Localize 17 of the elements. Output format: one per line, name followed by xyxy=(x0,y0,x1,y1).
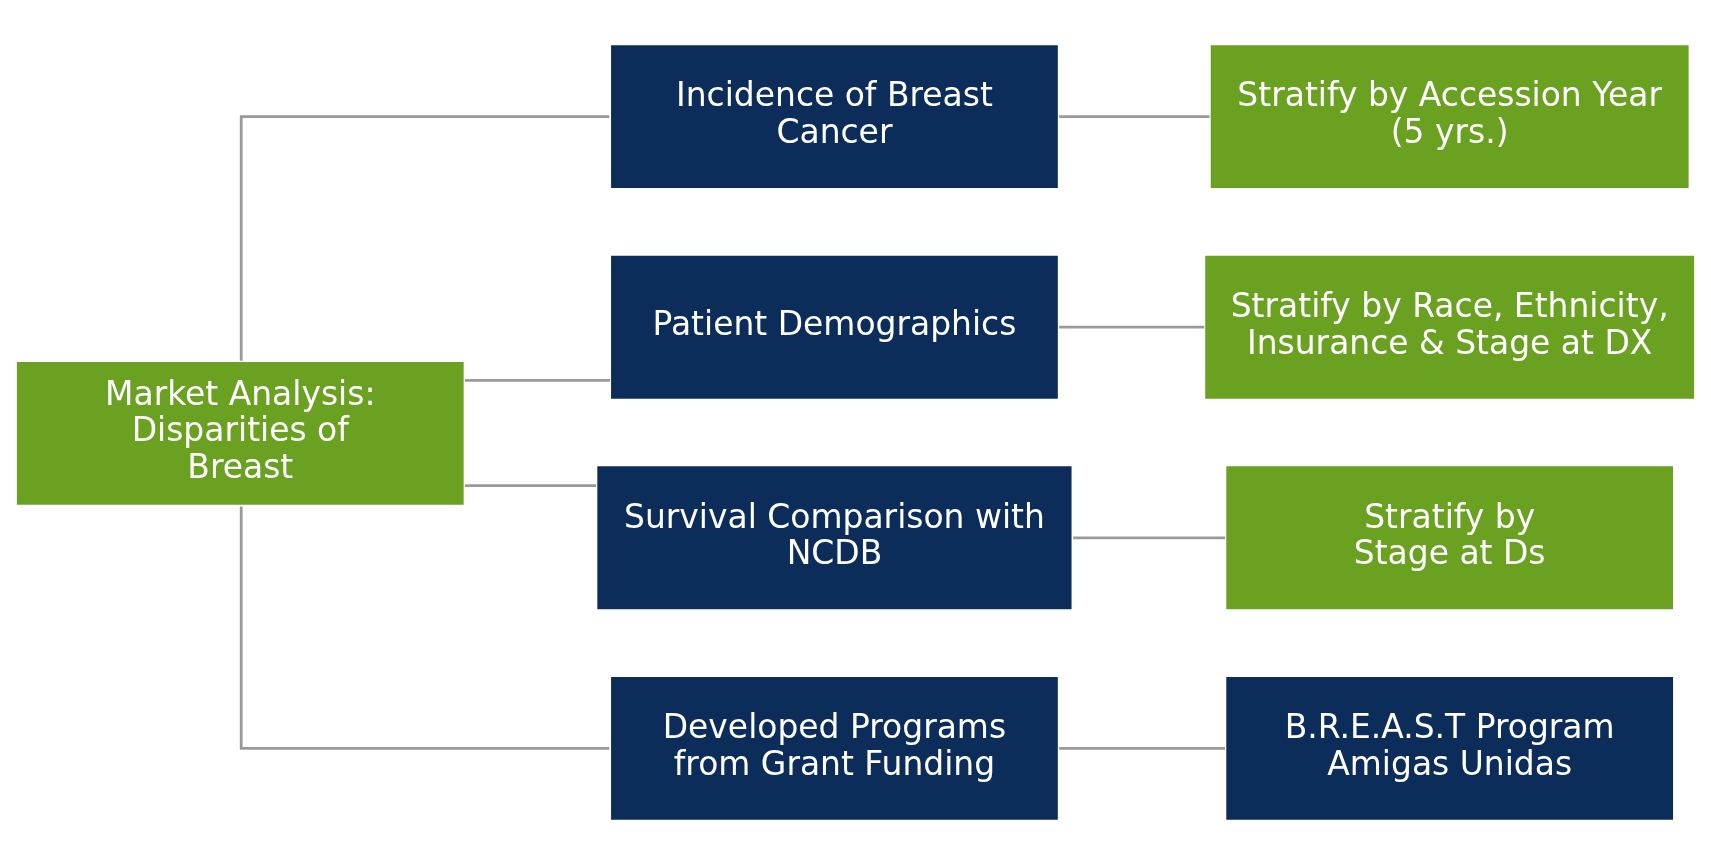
connector xyxy=(1059,114,1210,118)
node-box: Patient Demographics xyxy=(609,253,1060,400)
node-box: Market Analysis: Disparities of Breast xyxy=(15,359,466,507)
connector xyxy=(464,483,597,487)
connector xyxy=(239,505,610,750)
connector xyxy=(1073,535,1226,539)
node-box: B.R.E.A.S.T Program Amigas Unidas xyxy=(1224,674,1675,822)
connector xyxy=(464,378,610,382)
node-box: Stratify by Race, Ethnicity, Insurance & Stage at DX xyxy=(1203,253,1696,400)
node-box: Survival Comparison with NCDB xyxy=(595,464,1074,611)
connector xyxy=(1059,746,1226,750)
node-box: Stratify by Stage at Ds xyxy=(1224,464,1675,611)
node-box: Stratify by Accession Year (5 yrs.) xyxy=(1208,42,1691,190)
connector xyxy=(239,114,610,361)
connector xyxy=(1059,325,1205,329)
node-box: Incidence of Breast Cancer xyxy=(609,42,1060,190)
node-box: Developed Programs from Grant Funding xyxy=(609,674,1060,822)
